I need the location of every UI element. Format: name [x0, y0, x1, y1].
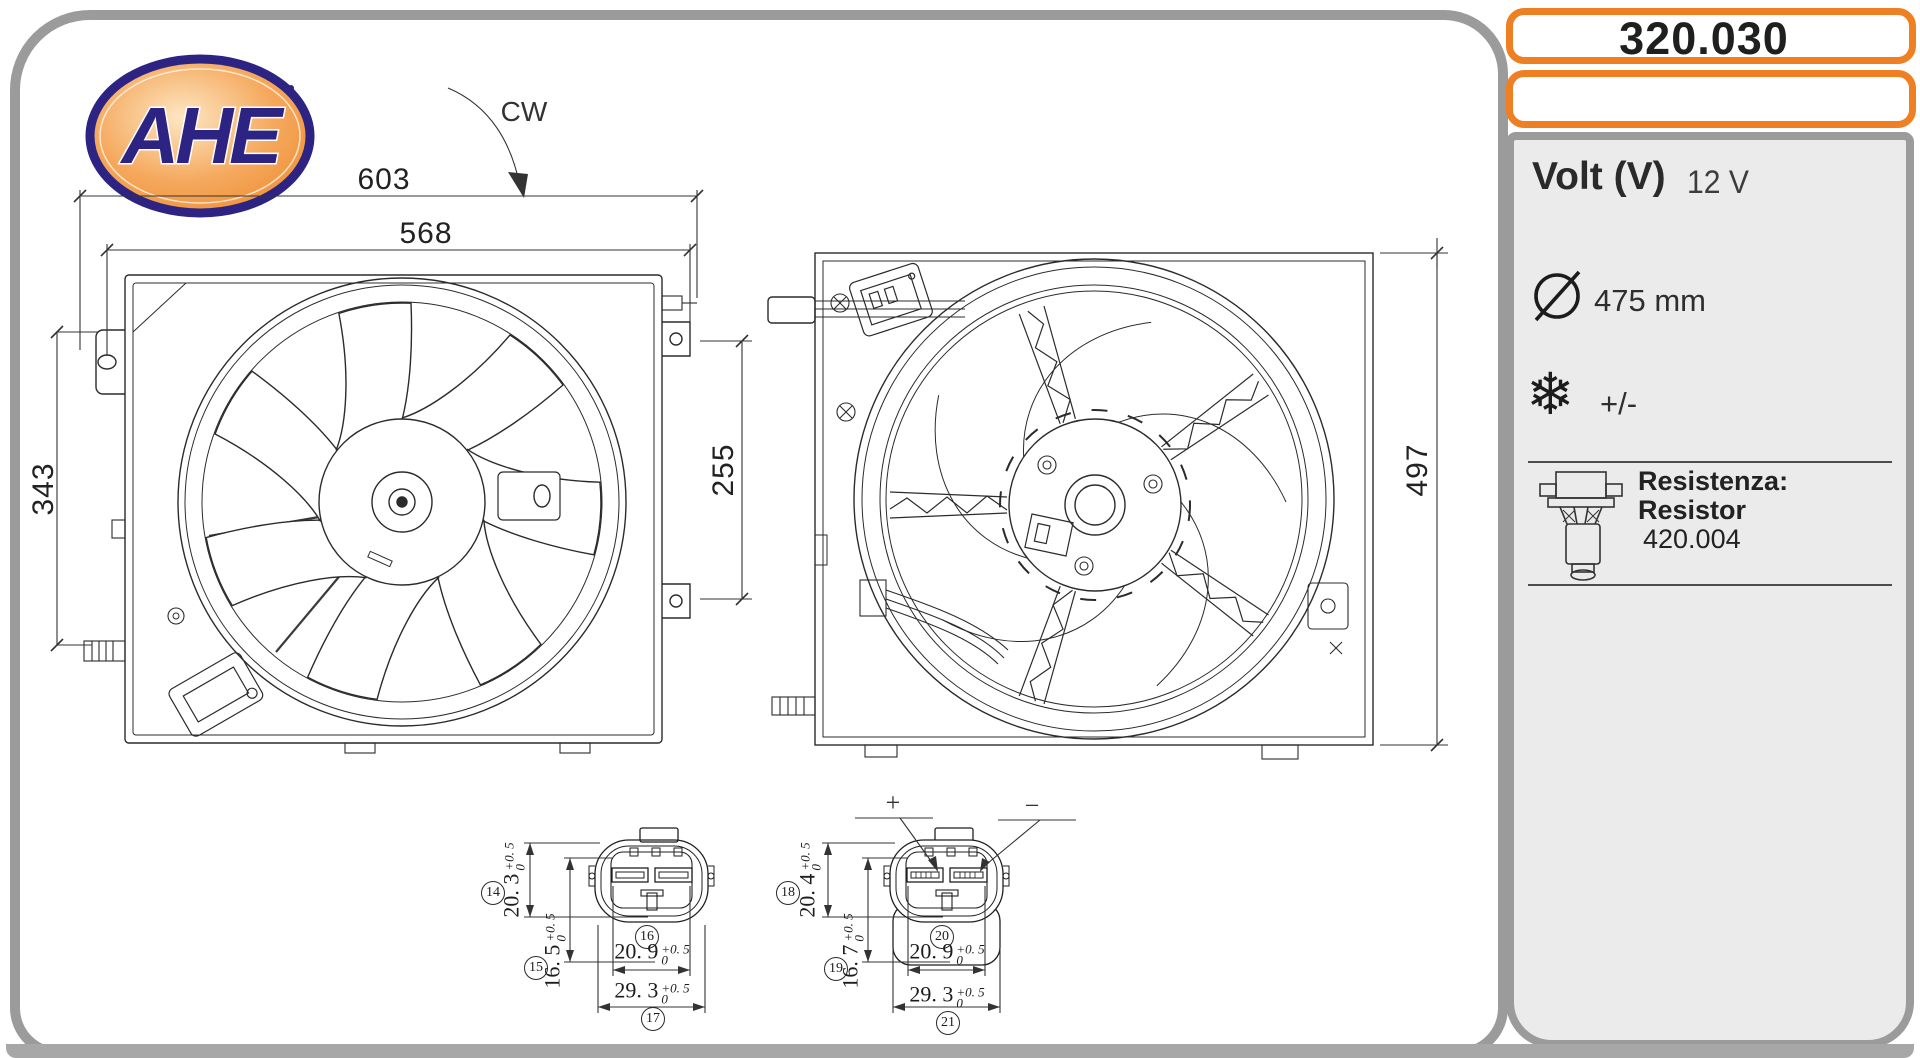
callout-21: 21: [936, 1011, 960, 1035]
callout-19: 19: [824, 957, 848, 981]
dim-label-343: 343: [27, 462, 60, 516]
resistor-code: 420.004: [1643, 524, 1741, 554]
dim-label-497: 497: [1401, 443, 1434, 497]
brand-logo: AHE: [85, 54, 315, 218]
connector-detail-left: [588, 827, 715, 923]
product-code-box: [1506, 8, 1916, 64]
dim-label-255: 255: [707, 443, 740, 497]
diameter-value: 475 mm: [1594, 283, 1706, 318]
polarity-plus-label: +: [885, 788, 901, 817]
callout-18: 18: [776, 881, 800, 905]
resistor-subtitle: Resistor: [1638, 495, 1747, 525]
footer-bar: [6, 1044, 1914, 1058]
fan-front-view: [83, 271, 697, 754]
callout-15: 15: [524, 956, 548, 980]
callout-20: 20: [930, 925, 954, 949]
volt-value: 12 V: [1687, 164, 1749, 200]
callout-17: 17: [641, 1007, 665, 1031]
snowflake-icon: ❄: [1526, 362, 1575, 427]
dim-label-568: 568: [399, 217, 453, 250]
resistor-icon: [1539, 471, 1623, 581]
climate-value: +/-: [1600, 386, 1638, 421]
dim-label-603: 603: [357, 163, 411, 196]
brand-logo-text: AHE: [120, 91, 286, 180]
fan-rear-view: [767, 252, 1374, 760]
secondary-code-box: [1506, 70, 1916, 128]
rotation-direction-label: CW: [500, 96, 548, 127]
connector-detail-right: [883, 827, 1010, 966]
resistor-title: Resistenza:: [1638, 466, 1789, 496]
polarity-minus-label: −: [1024, 791, 1040, 820]
callout-14: 14: [481, 881, 505, 905]
sidebar-divider-bottom: [1528, 584, 1892, 586]
sidebar-divider-top: [1528, 461, 1892, 463]
volt-label: Volt (V): [1532, 155, 1666, 198]
product-code: 320.030: [1619, 13, 1789, 64]
callout-16: 16: [635, 925, 659, 949]
dimension-lines: [50, 87, 1448, 1013]
diameter-icon: [1534, 270, 1581, 322]
